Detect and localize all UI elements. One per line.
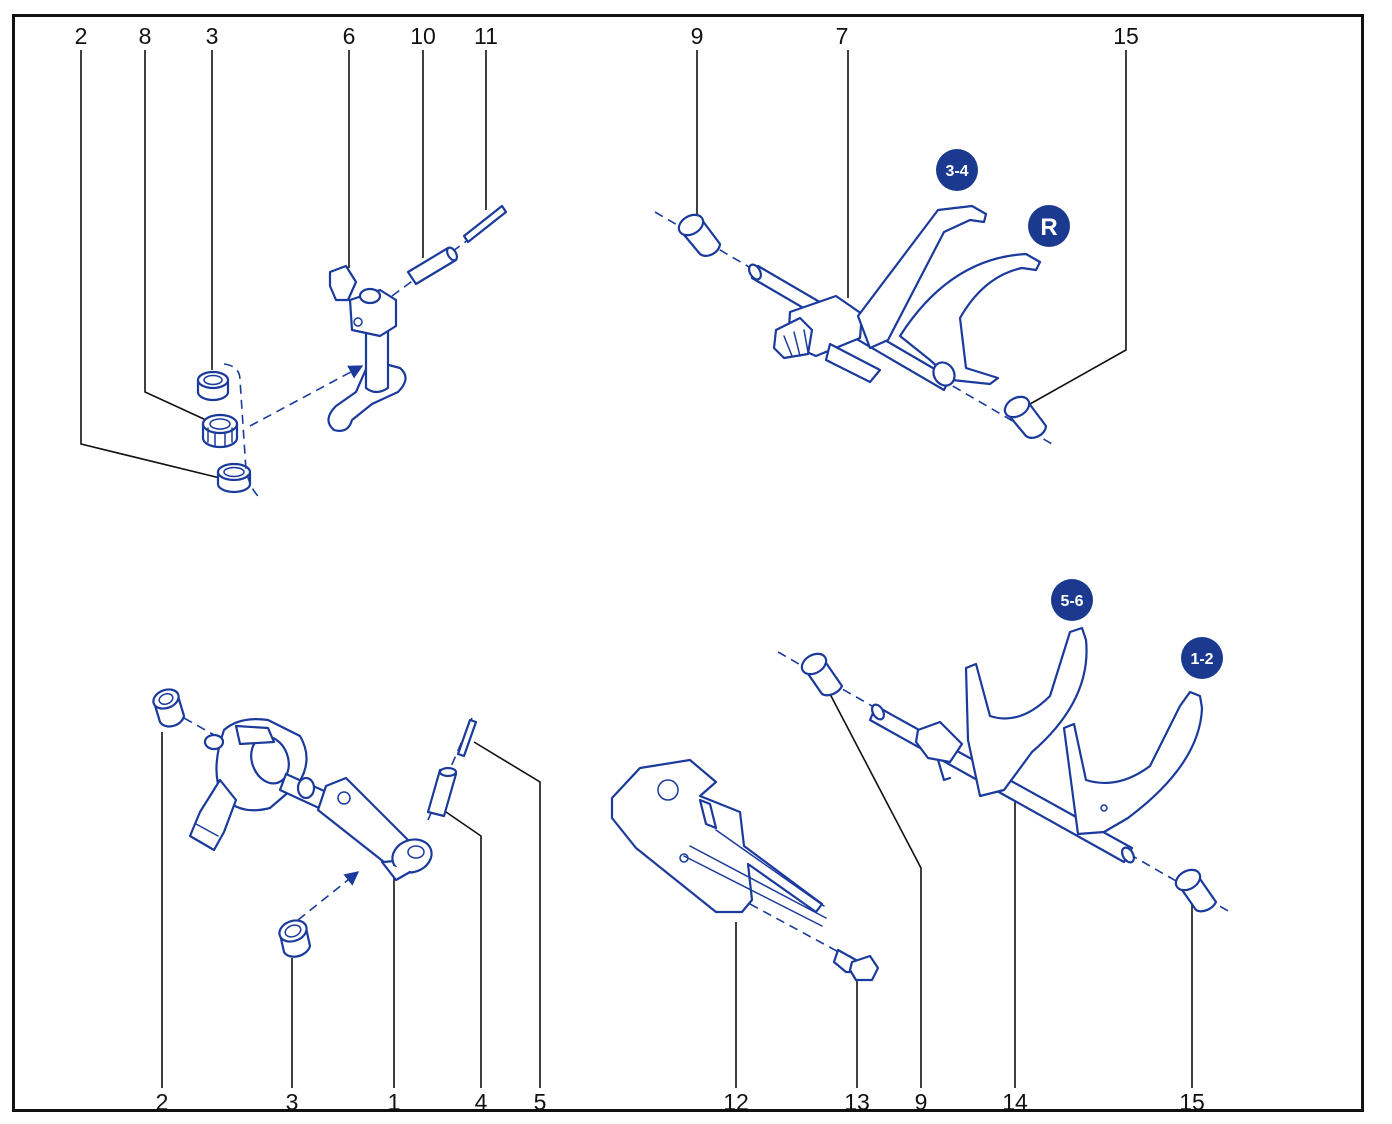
callout-15-bottom: 15 [1179,1089,1205,1115]
svg-text:1-2: 1-2 [1190,651,1213,668]
leader-lines-top [80,50,1127,479]
callout-15-top: 15 [1113,23,1139,49]
callout-9-bottom: 9 [915,1089,928,1115]
axis-housing-left [183,717,217,737]
part-bush-15-top [1003,395,1048,439]
callout-3-bottom: 3 [286,1089,299,1115]
leader-lines-bottom [161,693,1193,1088]
part-selector-lever [327,264,407,432]
part-fork-assembly-14 [868,626,1204,864]
svg-text:3-4: 3-4 [945,163,968,180]
callout-13: 13 [844,1089,870,1115]
callout-14: 14 [1002,1089,1028,1115]
part-roller-pin-4 [426,766,458,818]
axis-bolt [749,903,847,957]
badge-r: R [1028,205,1070,247]
callout-10: 10 [410,23,436,49]
callout-9-top: 9 [691,23,704,49]
svg-text:R: R [1040,214,1057,241]
callout-2-bottom: 2 [156,1089,169,1115]
part-bush-3-bottom [278,919,312,958]
callout-2-top: 2 [75,23,88,49]
part-selector-housing-1 [188,718,433,882]
assembly-arrow-top-left [249,365,364,427]
part-bush-9-top [677,213,722,257]
callout-8: 8 [139,23,152,49]
diagram-frame [12,14,1364,1112]
part-interlock-plate-12 [610,758,827,927]
svg-text:5-6: 5-6 [1060,593,1083,610]
callout-12: 12 [723,1089,749,1115]
part-bush-15-bottom [1174,868,1218,913]
callout-4: 4 [475,1089,488,1115]
callout-1: 1 [388,1089,401,1115]
part-fork-assembly-7 [748,204,1042,392]
callout-11: 11 [474,23,498,49]
callouts-top: 2 8 3 6 10 11 9 7 15 [75,23,1139,49]
part-bush-9-bottom [800,652,844,697]
assembly-arrow-bottom-left [297,871,360,921]
badge-1-2: 1-2 [1181,637,1223,679]
part-bolt-13 [832,948,880,982]
callouts-bottom: 2 3 1 4 5 12 13 9 14 15 [156,1089,1205,1115]
callout-7: 7 [836,23,849,49]
badge-3-4: 3-4 [936,149,978,191]
part-roll-pin-11 [462,204,508,244]
part-roll-pin-5 [456,718,478,758]
part-bushes-top-left [196,363,259,497]
part-bush-2-bottom [152,688,186,728]
callout-3-top: 3 [206,23,219,49]
callout-5: 5 [534,1089,547,1115]
badge-5-6: 5-6 [1051,579,1093,621]
callout-6: 6 [343,23,356,49]
part-roller-pin-10 [406,246,459,286]
